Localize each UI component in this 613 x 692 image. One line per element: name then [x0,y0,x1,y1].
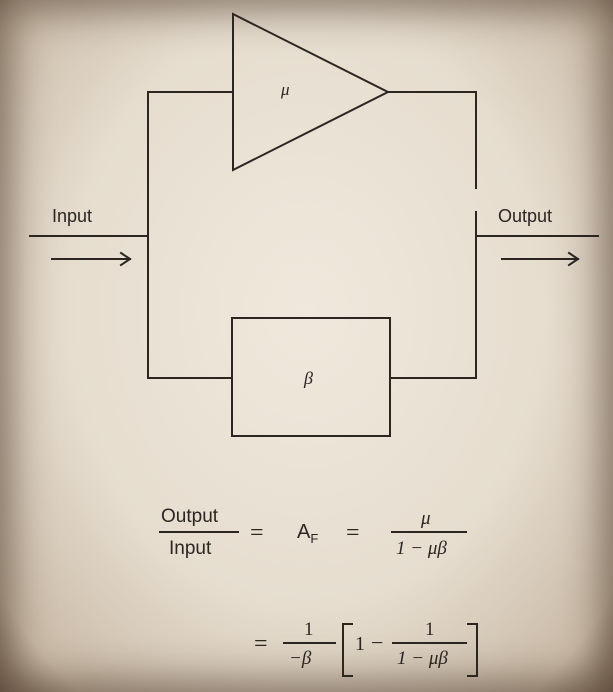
rhs1-denominator: 1 − μβ [396,538,447,559]
af-main: A [297,521,311,543]
input-arrow [51,251,132,267]
equals-sign-2: = [346,520,360,546]
rhs1-numerator: μ [421,508,431,529]
feedback-gain-symbol: AF [297,521,318,546]
feedback-path-right [389,211,477,379]
bracket-one: 1 [355,633,365,655]
output-label: Output [498,206,553,226]
input-label: Input [52,206,93,226]
amplifier-triangle [232,12,391,172]
left-bracket [342,623,353,677]
lhs-numerator: Output [161,506,219,527]
right-bracket [467,623,478,677]
amplifier-gain-label: μ [281,80,290,99]
forward-path-left [147,91,234,237]
equals-sign-3: = [254,631,268,657]
rhs2-denominator: −β [289,648,312,669]
af-subscript: F [310,531,319,546]
bracket-minus: − [371,630,384,655]
feedback-factor-label: β [304,368,313,388]
inner-denominator: 1 − μβ [397,648,448,669]
lhs-denominator: Input [169,538,212,559]
forward-path-right [387,91,477,189]
equals-sign-1: = [250,520,264,546]
inner-numerator: 1 [425,619,435,640]
feedback-path-left [147,235,233,379]
output-arrow [501,251,580,267]
rhs2-numerator: 1 [304,619,314,640]
